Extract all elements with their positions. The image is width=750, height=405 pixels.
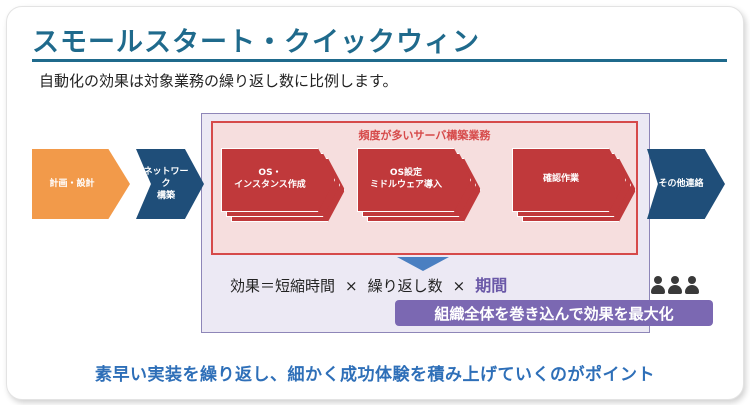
down-arrow-icon (397, 257, 449, 271)
page-title: スモールスタート・クイックウィン (32, 27, 480, 58)
subtitle: 自動化の効果は対象業務の繰り返し数に比例します。 (39, 72, 398, 90)
formula-effect: 効果＝短縮時間 (230, 277, 336, 295)
people-group (651, 276, 699, 294)
flow-step-network-label: ネットワーク 構築 (143, 166, 189, 202)
step-label: OS・ インスタンス作成 (234, 167, 306, 190)
stack-layer (221, 148, 335, 212)
stack-layer (512, 148, 626, 212)
person-icon (668, 276, 682, 294)
formula-times-1: × (345, 277, 358, 295)
effect-formula: 効果＝短縮時間 × 繰り返し数 × 期間 (230, 272, 507, 296)
formula-repeat: 繰り返し数 (367, 277, 443, 295)
person-icon (651, 276, 665, 294)
title-underline (32, 59, 727, 62)
frequent-tasks-title: 頻度が多いサーバ構築業務 (358, 129, 491, 142)
formula-period: 期間 (475, 276, 508, 295)
stack-layer (357, 148, 471, 212)
organization-badge: 組織全体を巻き込んで効果を最大化 (395, 300, 713, 326)
person-icon (685, 276, 699, 294)
key-point: 素早い実装を繰り返し、細かく成功体験を積み上げていくのがポイント (95, 365, 655, 385)
step-label: OS設定 ミドルウェア導入 (369, 167, 442, 190)
formula-times-2: × (452, 277, 466, 295)
step-label: 確認作業 (542, 173, 579, 184)
flow-step-plan: 計画・設計 (32, 149, 130, 219)
flow-step-other-label: その他連絡 (658, 178, 704, 189)
flow-step-plan-label: 計画・設計 (49, 178, 95, 189)
